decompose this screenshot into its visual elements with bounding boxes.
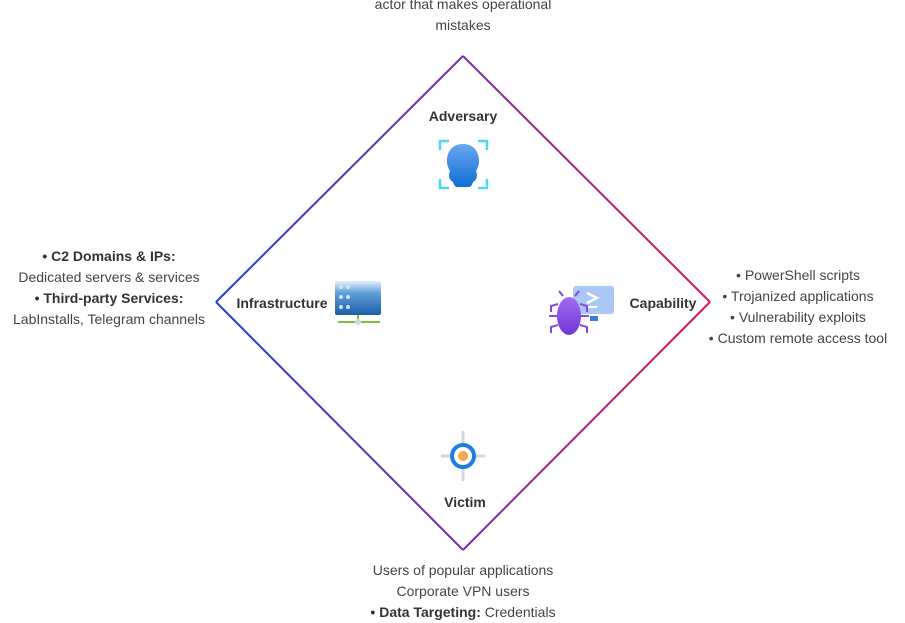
adversary-label: Adversary <box>428 108 498 124</box>
edge-adversary-infrastructure <box>215 55 464 303</box>
server-icon <box>335 281 381 325</box>
infrastructure-note-heading: • Third-party Services: <box>34 290 184 306</box>
victim-targeting-value: Credentials <box>484 604 556 620</box>
adversary-note: mistakes <box>435 17 491 33</box>
infrastructure-note: Dedicated servers & services <box>18 269 200 285</box>
edge-adversary-capability <box>462 55 711 303</box>
infrastructure-notes: • C2 Domains & IPs: Dedicated servers & … <box>13 246 205 330</box>
adversary-notes: actor that makes operational mistakes <box>375 0 552 36</box>
edge-infrastructure-victim <box>215 301 464 551</box>
victim-note: Users of popular applications <box>372 562 554 578</box>
target-icon <box>441 431 485 481</box>
edge-capability-victim <box>462 301 711 551</box>
adversary-note: actor that makes operational <box>374 0 552 12</box>
victim-notes: Users of popular applications Corporate … <box>370 560 555 623</box>
face-scan-icon <box>438 139 489 190</box>
capability-note: • Trojanized applications <box>722 288 874 304</box>
victim-label: Victim <box>444 494 486 510</box>
capability-note: • PowerShell scripts <box>736 267 860 283</box>
capability-notes: • PowerShell scripts • Trojanized applic… <box>709 265 887 349</box>
infrastructure-note: LabInstalls, Telegram channels <box>13 311 205 327</box>
infrastructure-label: Infrastructure <box>236 295 328 311</box>
bug-terminal-icon <box>549 286 614 335</box>
victim-targeting-label: • Data Targeting: <box>370 604 481 620</box>
infrastructure-note-heading: • C2 Domains & IPs: <box>42 248 176 264</box>
capability-note: • Custom remote access tool <box>708 330 888 346</box>
capability-label: Capability <box>629 295 697 311</box>
capability-note: • Vulnerability exploits <box>730 309 866 325</box>
victim-note: Corporate VPN users <box>396 583 530 599</box>
